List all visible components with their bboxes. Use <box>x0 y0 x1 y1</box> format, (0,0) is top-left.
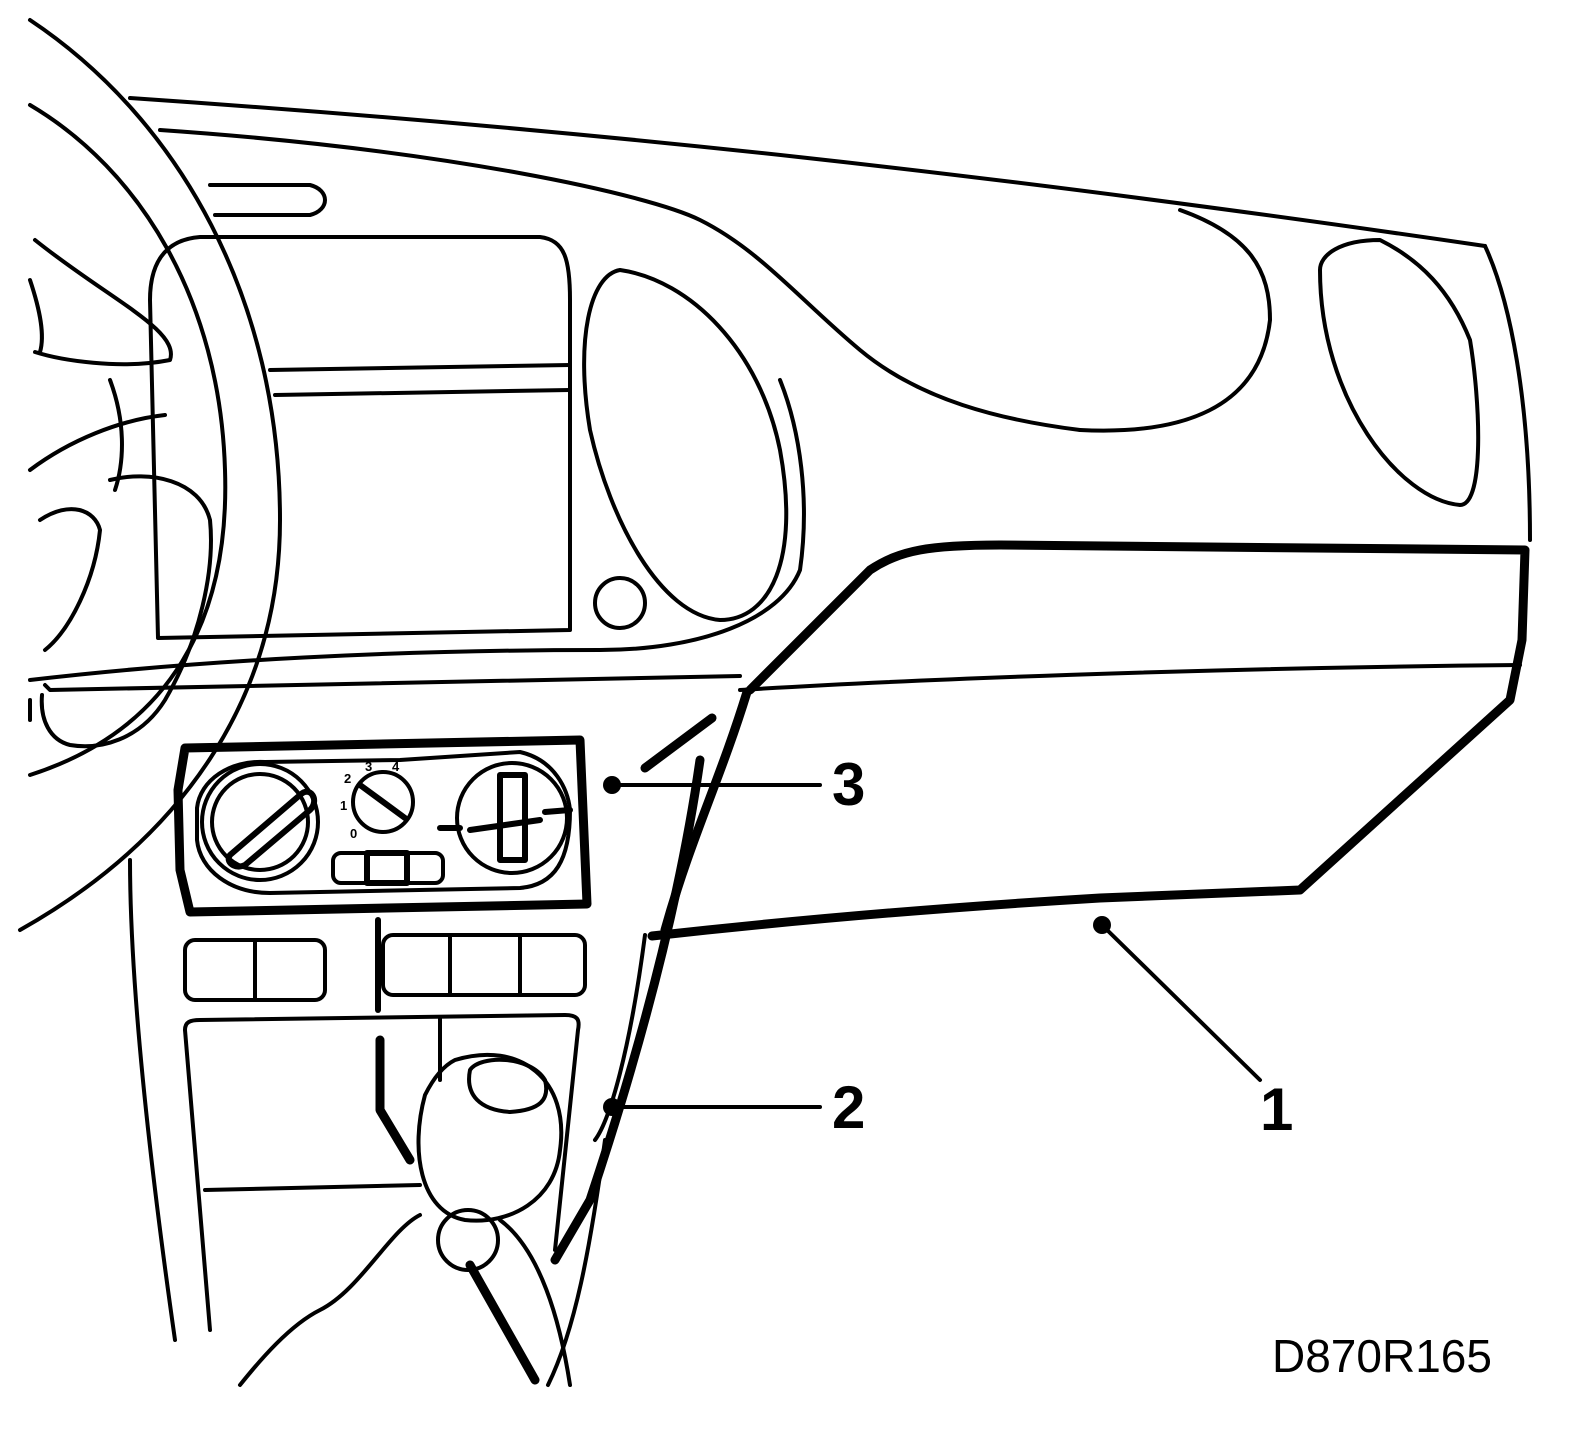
instrument-cluster-recess <box>28 235 806 722</box>
glove-box <box>647 540 1530 941</box>
fan-scale-2: 2 <box>344 771 351 786</box>
fan-scale-3: 3 <box>365 759 372 774</box>
callout-1: 1 <box>1093 916 1293 1143</box>
switch-blocks <box>183 917 587 1013</box>
fan-scale-1: 1 <box>340 798 347 813</box>
air-distribution-knob[interactable] <box>437 761 573 875</box>
lower-console <box>128 858 581 1342</box>
callout-2: 2 <box>603 1074 865 1141</box>
center-air-vent <box>582 268 789 630</box>
callout-3: 3 <box>603 751 865 818</box>
center-console-side-trim <box>546 687 752 1387</box>
figure-code: D870R165 <box>1272 1330 1492 1382</box>
callout-label-3: 3 <box>832 751 865 818</box>
temperature-knob[interactable] <box>200 762 320 882</box>
steering-wheel <box>18 18 282 932</box>
callout-label-2: 2 <box>832 1074 865 1141</box>
fan-scale-4: 4 <box>392 759 400 774</box>
fan-speed-knob[interactable] <box>351 770 415 834</box>
dashboard-top <box>128 96 1532 542</box>
fan-scale-0: 0 <box>350 826 357 841</box>
ac-buttons[interactable] <box>331 850 445 886</box>
gear-lever[interactable] <box>238 1035 572 1387</box>
heater-control-panel: 0 1 2 3 4 <box>173 735 592 917</box>
callout-label-1: 1 <box>1260 1076 1293 1143</box>
